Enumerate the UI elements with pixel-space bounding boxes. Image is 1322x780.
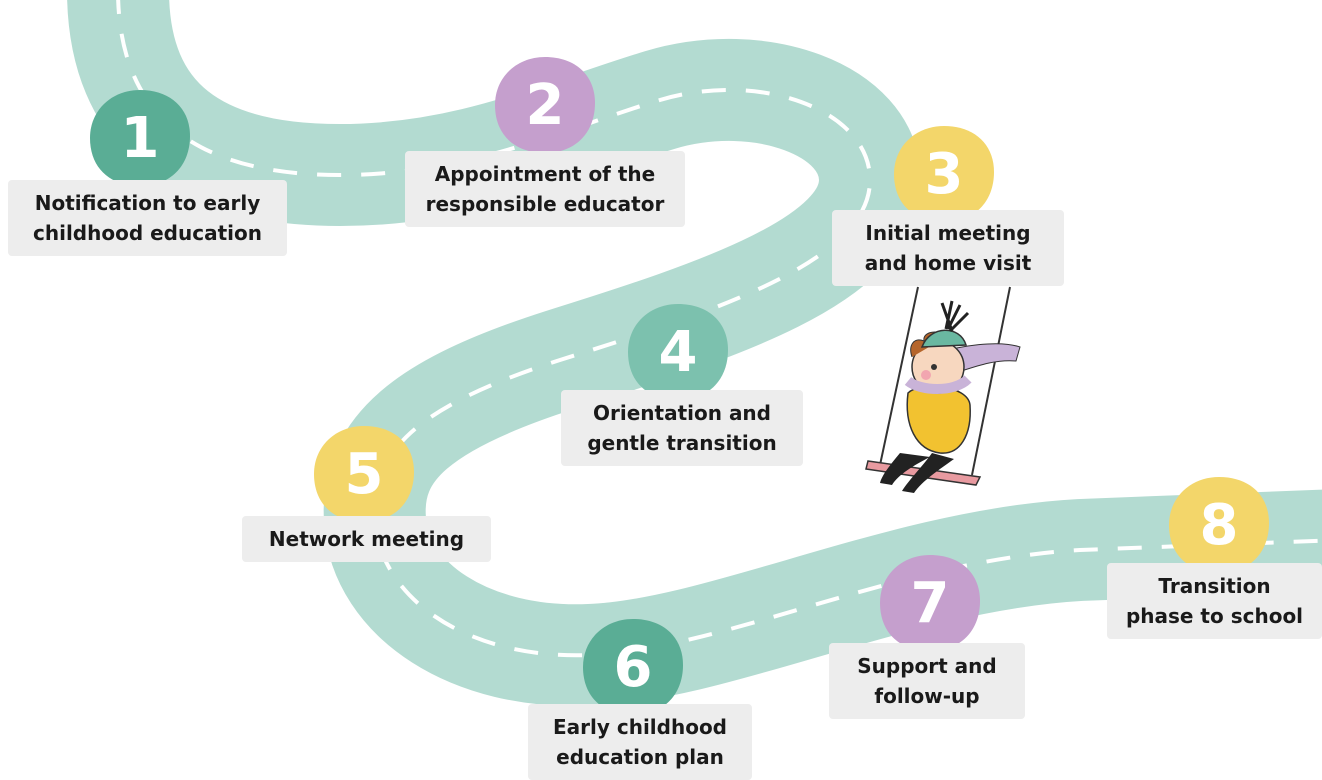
step-4-label-text: Orientation and gentle transition <box>587 401 777 455</box>
step-3-label-text: Initial meeting and home visit <box>864 221 1032 275</box>
step-7-label-text: Support and follow-up <box>857 654 997 708</box>
step-4-blob-shape <box>628 304 728 400</box>
step-5-number: 5 <box>344 441 384 507</box>
step-3-badge: 3 <box>892 124 996 224</box>
step-1-number: 1 <box>120 105 160 171</box>
step-4-number: 4 <box>658 319 698 385</box>
step-5-label-text: Network meeting <box>268 527 465 551</box>
step-7-label: Support and follow-up <box>829 643 1025 719</box>
step-3-number: 3 <box>924 141 964 207</box>
step-2-blob-shape <box>495 57 595 153</box>
step-5-label: Network meeting <box>242 516 491 562</box>
step-7-number: 7 <box>910 570 950 636</box>
step-2-number: 2 <box>525 72 565 138</box>
child-on-swing-illustration <box>865 286 1021 493</box>
step-8-blob-shape <box>1169 477 1269 573</box>
step-1-label: Notification to early childhood educatio… <box>8 180 287 256</box>
step-2-badge: 2 <box>493 55 597 155</box>
step-6-blob-shape <box>583 619 683 715</box>
step-6-label: Early childhood education plan <box>528 704 752 780</box>
step-3-blob-shape <box>894 126 994 222</box>
step-1-badge: 1 <box>88 88 192 188</box>
step-3-label: Initial meeting and home visit <box>832 210 1064 286</box>
step-5-blob-shape <box>314 426 414 522</box>
step-4-label: Orientation and gentle transition <box>561 390 803 466</box>
step-2-label: Appointment of the responsible educator <box>405 151 685 227</box>
step-6-label-text: Early childhood education plan <box>552 715 728 769</box>
step-6-badge: 6 <box>581 617 685 717</box>
step-8-number: 8 <box>1199 492 1239 558</box>
step-1-label-text: Notification to early childhood educatio… <box>33 191 262 245</box>
step-4-badge: 4 <box>626 302 730 402</box>
step-7-badge: 7 <box>878 553 982 653</box>
step-8-badge: 8 <box>1167 475 1271 575</box>
step-5-badge: 5 <box>312 424 416 524</box>
step-8-label-text: Transition phase to school <box>1125 574 1304 628</box>
step-1-blob-shape <box>90 90 190 186</box>
step-7-blob-shape <box>880 555 980 651</box>
step-8-label: Transition phase to school <box>1107 563 1322 639</box>
step-6-number: 6 <box>613 634 653 700</box>
step-2-label-text: Appointment of the responsible educator <box>425 162 665 216</box>
